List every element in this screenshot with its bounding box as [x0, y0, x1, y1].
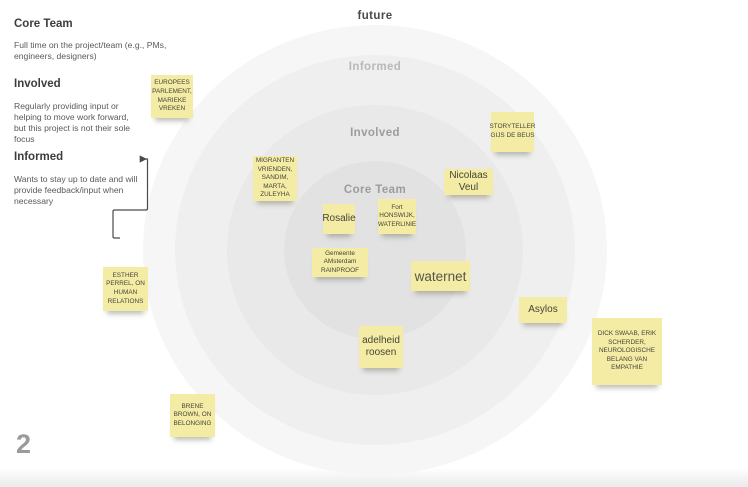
sticky-note-asylos[interactable]: Asylos [519, 297, 567, 323]
sticky-note-esther-perrel[interactable]: ESTHER PERREL, ON HUMAN RELATIONS [103, 267, 148, 311]
sticky-note-storyteller[interactable]: STORYTELLER GIJS DE BEUS [489, 112, 536, 152]
sticky-note-text: STORYTELLER GIJS DE BEUS [489, 123, 536, 139]
legend-heading-involved: Involved [14, 78, 61, 90]
sticky-note-europees-parlement[interactable]: EUROPEES PARLEMENT, MARIEKE VREKEN [151, 75, 193, 118]
canvas-edge-band [0, 468, 748, 487]
ring-label-future: future [357, 10, 393, 22]
sticky-note-text: BRENE BROWN, ON BELONGING [173, 402, 212, 427]
sticky-note-text: Gemeente AMsterdam RAINPROOF [321, 249, 359, 274]
sticky-note-migranten-vrienden[interactable]: MIGRANTEN VRIENDEN, SANDIM, MARTA, ZULEY… [253, 156, 297, 201]
sticky-note-text: Nicolaas Veul [449, 169, 488, 194]
sticky-note-rosalie[interactable]: Rosalie [322, 204, 356, 234]
sticky-note-text: ESTHER PERREL, ON HUMAN RELATIONS [106, 271, 145, 305]
sticky-note-text: adelheid roosen [362, 334, 400, 359]
legend-body-involved: Regularly providing input or helping to … [14, 101, 131, 144]
sticky-note-text: DICK SWAAB, ERIK SCHERDER, NEUROLOGISCHE… [597, 330, 657, 372]
sticky-note-nicolaas-veul[interactable]: Nicolaas Veul [444, 169, 493, 195]
sticky-note-text: MIGRANTEN VRIENDEN, SANDIM, MARTA, ZULEY… [255, 157, 295, 199]
legend-heading-informed: Informed [14, 151, 64, 163]
sticky-note-adelheid-roosen[interactable]: adelheid roosen [359, 326, 403, 368]
sticky-note-dick-swaab[interactable]: DICK SWAAB, ERIK SCHERDER, NEUROLOGISCHE… [592, 318, 662, 385]
sticky-note-brene-brown[interactable]: BRENE BROWN, ON BELONGING [170, 394, 215, 437]
page-number: 2 [16, 429, 32, 459]
sticky-note-text: Rosalie [322, 212, 356, 224]
ring-label-informed: Informed [348, 61, 402, 73]
sticky-note-gemeente-amsterdam[interactable]: Gemeente AMsterdam RAINPROOF [312, 248, 368, 277]
ring-label-involved: Involved [350, 127, 400, 139]
sticky-note-fort-honswijk[interactable]: Fort HONSWIJK, WATERLINIE [378, 199, 416, 234]
legend-heading-core-team: Core Team [14, 18, 73, 30]
sticky-note-text: waternet [414, 268, 467, 284]
ring-label-core-team: Core Team [343, 184, 407, 196]
legend-body-informed: Wants to stay up to date and will provid… [14, 174, 138, 206]
sticky-note-text: Asylos [528, 303, 558, 315]
sticky-note-waternet[interactable]: waternet [411, 261, 470, 291]
legend-body-core-team: Full time on the project/team (e.g., PMs… [14, 40, 167, 61]
sticky-note-text: EUROPEES PARLEMENT, MARIEKE VREKEN [152, 79, 192, 113]
sticky-note-text: Fort HONSWIJK, WATERLINIE [377, 203, 417, 228]
